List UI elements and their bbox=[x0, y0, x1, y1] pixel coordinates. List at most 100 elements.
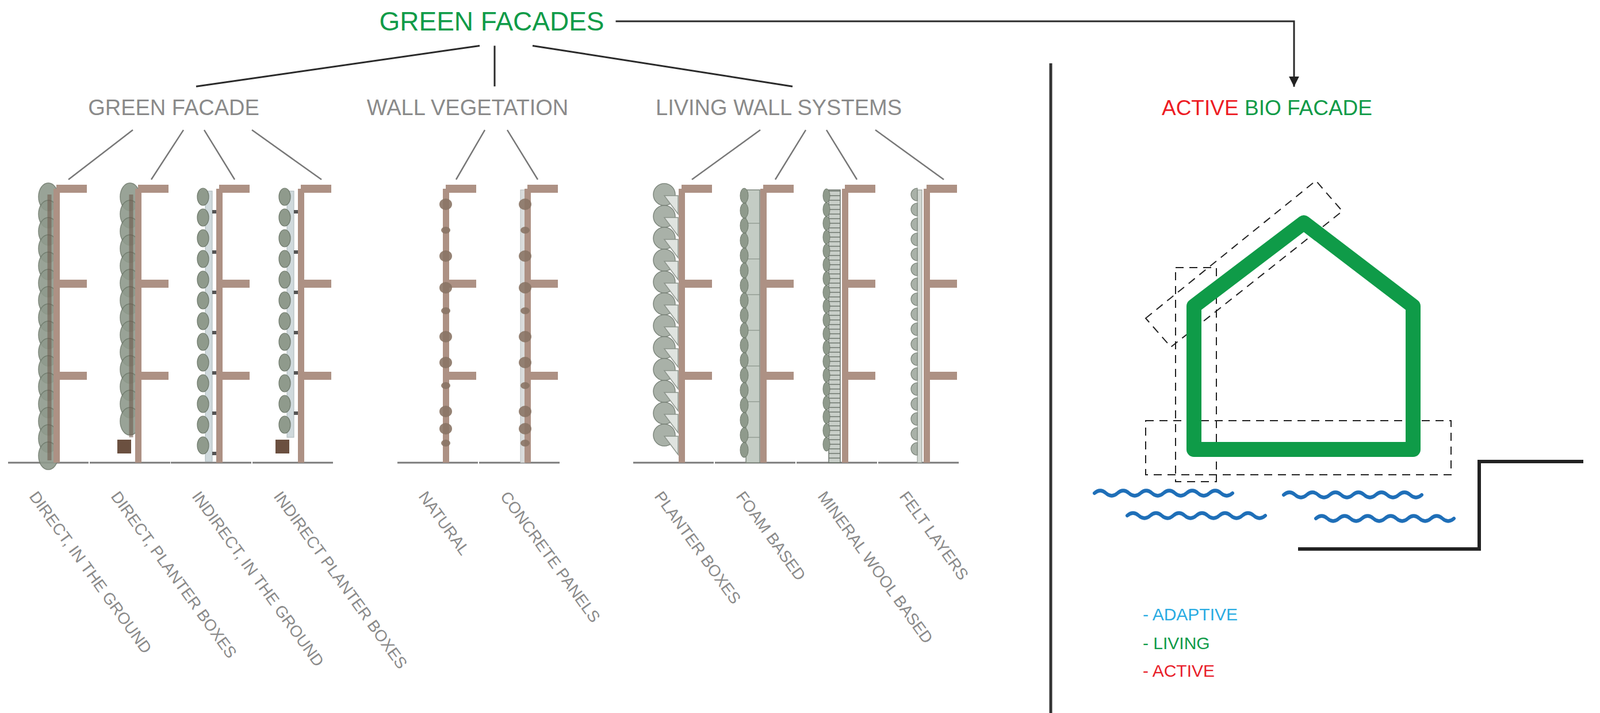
concept-heading: ACTIVEBIO FACADE bbox=[1150, 86, 1384, 130]
climbing-plant bbox=[278, 374, 291, 392]
wall-vegetation bbox=[439, 422, 453, 435]
facade-type: CONCRETE PANELS bbox=[492, 179, 606, 629]
wall-section bbox=[923, 188, 930, 463]
facade-section bbox=[796, 184, 878, 463]
trellis-anchor bbox=[212, 370, 217, 375]
climbing-plant bbox=[197, 332, 209, 351]
heading-text: ACTIVE bbox=[1161, 96, 1239, 120]
wall-plant bbox=[823, 299, 830, 313]
wall-plant bbox=[740, 217, 749, 233]
wall-plant bbox=[740, 247, 749, 263]
wall-plant bbox=[740, 262, 749, 278]
wall-section bbox=[841, 188, 849, 463]
wall-vegetation bbox=[518, 405, 532, 417]
wall-vegetation bbox=[520, 381, 530, 389]
facade-section bbox=[633, 183, 714, 463]
leader-line bbox=[251, 129, 322, 180]
wall-vegetation bbox=[518, 281, 532, 294]
climbing-plant bbox=[197, 374, 209, 392]
leader-line bbox=[204, 129, 235, 180]
panel-joint bbox=[745, 365, 760, 367]
floor-slab bbox=[763, 371, 794, 380]
panel-joint bbox=[745, 294, 760, 296]
wall-plant bbox=[740, 307, 749, 323]
facade-section bbox=[479, 184, 560, 463]
felt-plant bbox=[910, 442, 918, 455]
type-label: NATURAL bbox=[414, 487, 474, 559]
wall-plant bbox=[740, 337, 749, 353]
hierarchy-connector bbox=[615, 21, 1295, 87]
facade-type: INDIRECT PLANTER BOXES bbox=[266, 179, 413, 675]
facade-section bbox=[714, 184, 796, 463]
wall-plant bbox=[740, 277, 749, 293]
ground-line bbox=[633, 461, 714, 464]
felt-plant bbox=[910, 277, 918, 291]
property-label: - ADAPTIVE bbox=[1142, 604, 1238, 625]
floor-slab bbox=[138, 184, 169, 193]
wall-vegetation bbox=[518, 250, 532, 262]
floor-slab bbox=[681, 279, 713, 288]
wall-section bbox=[135, 188, 142, 463]
wall-plant bbox=[823, 340, 830, 355]
wall-vegetation bbox=[518, 330, 532, 343]
facade-type: DIRECT, IN THE GROUND bbox=[21, 179, 158, 660]
felt-plant bbox=[910, 367, 918, 381]
trellis-anchor bbox=[293, 330, 299, 335]
ground-line bbox=[397, 461, 478, 464]
heading-text: GREEN FACADES bbox=[379, 6, 604, 37]
felt-layer bbox=[917, 189, 922, 463]
facade-type: INDIRECT, IN THE GROUND bbox=[184, 179, 330, 673]
wall-vegetation bbox=[441, 226, 451, 234]
wall-section bbox=[216, 188, 223, 463]
climbing-plant bbox=[278, 250, 291, 268]
felt-plant bbox=[910, 337, 918, 351]
climbing-plant bbox=[278, 312, 291, 330]
type-label: FOAM BASED bbox=[732, 487, 810, 584]
plant-stem bbox=[129, 194, 134, 438]
ground-line bbox=[479, 461, 560, 464]
climbing-plant bbox=[197, 229, 209, 247]
trellis-anchor bbox=[212, 290, 217, 294]
felt-plant bbox=[910, 262, 918, 276]
type-label: INDIRECT PLANTER BOXES bbox=[269, 487, 411, 673]
climbing-plant bbox=[278, 270, 291, 289]
climbing-plant bbox=[197, 188, 209, 206]
floor-slab bbox=[300, 371, 332, 380]
felt-plant bbox=[910, 352, 918, 366]
type-label: CONCRETE PANELS bbox=[496, 487, 604, 626]
category-heading: LIVING WALL SYSTEMS bbox=[644, 86, 914, 130]
ground-line bbox=[89, 461, 171, 464]
wall-plant bbox=[823, 437, 830, 451]
heading-text: GREEN FACADE bbox=[87, 95, 260, 120]
climbing-plant bbox=[197, 353, 209, 371]
climbing-plant bbox=[197, 208, 209, 227]
type-label: PLANTER BOXES bbox=[650, 487, 745, 608]
floor-slab bbox=[445, 184, 477, 193]
wall-vegetation bbox=[520, 226, 530, 234]
wall-plant bbox=[740, 427, 749, 443]
ground-line bbox=[170, 461, 252, 464]
facade-section bbox=[252, 184, 333, 463]
plant-stem bbox=[47, 194, 52, 461]
climbing-plant bbox=[278, 229, 291, 247]
leader-line bbox=[826, 129, 857, 180]
ground-line bbox=[252, 461, 333, 464]
planter-box bbox=[117, 439, 132, 454]
water-wave bbox=[1127, 513, 1266, 519]
planter-box bbox=[275, 439, 290, 454]
wall-plant bbox=[740, 232, 749, 248]
wall-vegetation bbox=[520, 439, 530, 447]
heading-text: WALL VEGETATION bbox=[366, 95, 569, 120]
floor-slab bbox=[300, 184, 332, 193]
wall-plant bbox=[740, 397, 749, 413]
leader-line bbox=[68, 129, 133, 180]
wall-vegetation bbox=[520, 307, 530, 315]
facade-type: MINERAL WOOL BASED bbox=[810, 179, 939, 649]
wall-plant bbox=[823, 409, 830, 424]
felt-plant bbox=[910, 188, 918, 201]
wall-plant bbox=[823, 326, 830, 341]
felt-plant bbox=[910, 427, 918, 440]
wall-plant bbox=[740, 188, 749, 204]
floor-slab bbox=[926, 371, 958, 380]
